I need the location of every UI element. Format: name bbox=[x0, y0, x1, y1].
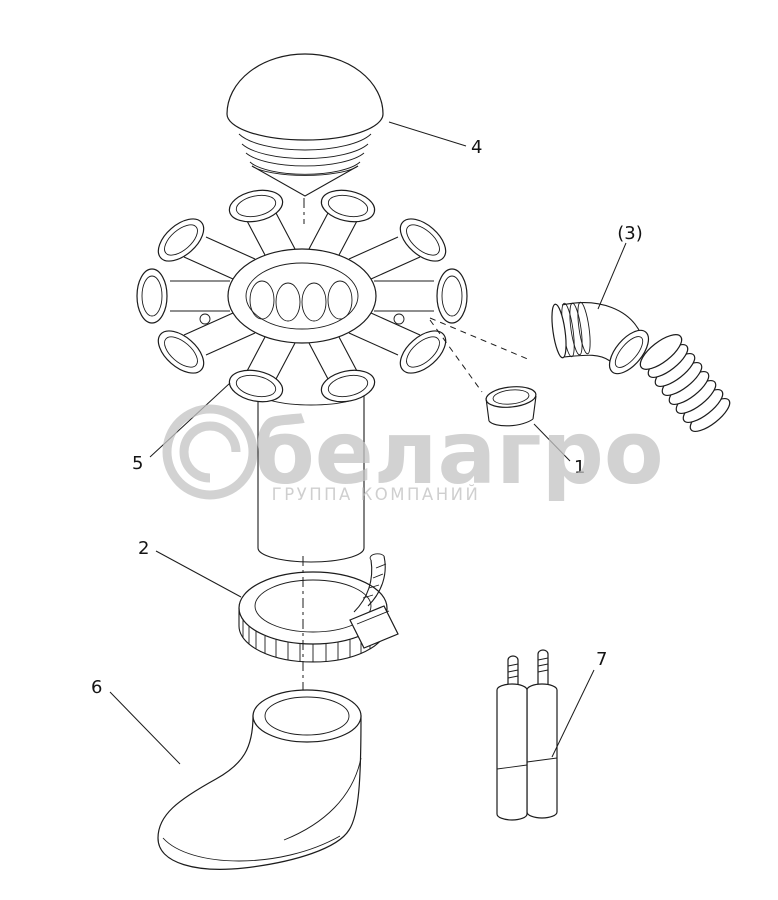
leader-line-2 bbox=[155, 550, 242, 598]
head-lower-tubes bbox=[157, 312, 447, 403]
hose-clamp-part-2 bbox=[238, 553, 399, 663]
plug-part-1 bbox=[485, 386, 537, 427]
watermark-subtitle: ГРУППА КОМПАНИЙ bbox=[272, 485, 481, 504]
part-label-2: 2 bbox=[138, 538, 149, 559]
corrugated-hose-part-3 bbox=[639, 334, 731, 432]
leader-line-3 bbox=[597, 242, 627, 310]
head-upper-tubes bbox=[157, 189, 447, 280]
part-label-5: 5 bbox=[132, 453, 143, 474]
leader-line-7 bbox=[551, 669, 595, 758]
cartridge-left bbox=[496, 655, 528, 821]
leader-line-1 bbox=[533, 423, 571, 462]
watermark-logo-icon bbox=[162, 404, 258, 500]
part-label-6: 6 bbox=[91, 677, 102, 698]
dashed-guides bbox=[429, 317, 531, 393]
leader-line-5 bbox=[149, 382, 231, 458]
head-side-tubes bbox=[136, 268, 468, 324]
dome-cap-part-4 bbox=[226, 53, 384, 197]
part-label-7: 7 bbox=[596, 649, 607, 670]
clamp-screw-housing bbox=[349, 605, 399, 649]
distributor-head-part-5 bbox=[136, 189, 468, 563]
part-label-1: 1 bbox=[574, 457, 585, 478]
part-label-3: (3) bbox=[617, 223, 643, 244]
elbow-fitting-part-3 bbox=[551, 301, 650, 375]
head-central-ring bbox=[227, 248, 377, 344]
cartridges-part-7 bbox=[496, 649, 558, 821]
leader-line-6 bbox=[109, 691, 181, 765]
part-label-4: 4 bbox=[471, 137, 482, 158]
leader-line-4 bbox=[388, 121, 467, 147]
outlet-elbow-part-6 bbox=[157, 689, 362, 870]
watermark: белагро ГРУППА КОМПАНИЙ bbox=[162, 402, 664, 504]
cartridge-right bbox=[526, 649, 558, 819]
watermark-title: белагро bbox=[254, 402, 664, 504]
